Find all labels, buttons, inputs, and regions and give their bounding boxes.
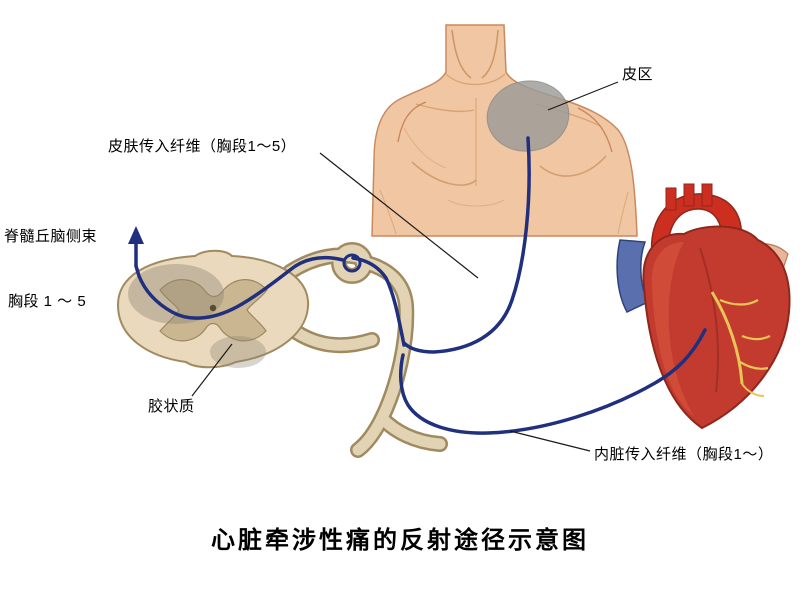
pointer-lines (191, 81, 619, 452)
heart-illustration (616, 183, 791, 430)
visceral-pointer (509, 430, 591, 452)
label-thoracic-segments: 胸段 1 ～ 5 (8, 293, 87, 310)
label-cutaneous-afferent: 皮肤传入纤维（胸段1～5） (108, 138, 297, 155)
label-dermatome: 皮区 (622, 66, 654, 83)
label-substantia-gelatinosa: 胶状质 (148, 398, 195, 415)
cutaneous-pointer (319, 152, 479, 279)
dermatome-pointer (547, 81, 619, 111)
cutaneous-afferent-line (402, 136, 531, 354)
torso-illustration (371, 24, 638, 237)
gelatinosa-pointer (191, 343, 233, 397)
spinal-cord-section (116, 249, 310, 369)
pathway-lines (128, 136, 707, 435)
label-visceral-afferent: 内脏传入纤维（胸段1～） (594, 446, 774, 463)
diagram-title: 心脏牵涉性痛的反射途径示意图 (211, 527, 589, 554)
spinothalamic-arrowhead (128, 226, 144, 244)
dermatome-patch (487, 80, 569, 152)
central-canal (209, 304, 217, 312)
label-spinothalamic-tract: 脊髓丘脑侧束 (4, 228, 98, 245)
visceral-afferent-line (398, 328, 707, 435)
